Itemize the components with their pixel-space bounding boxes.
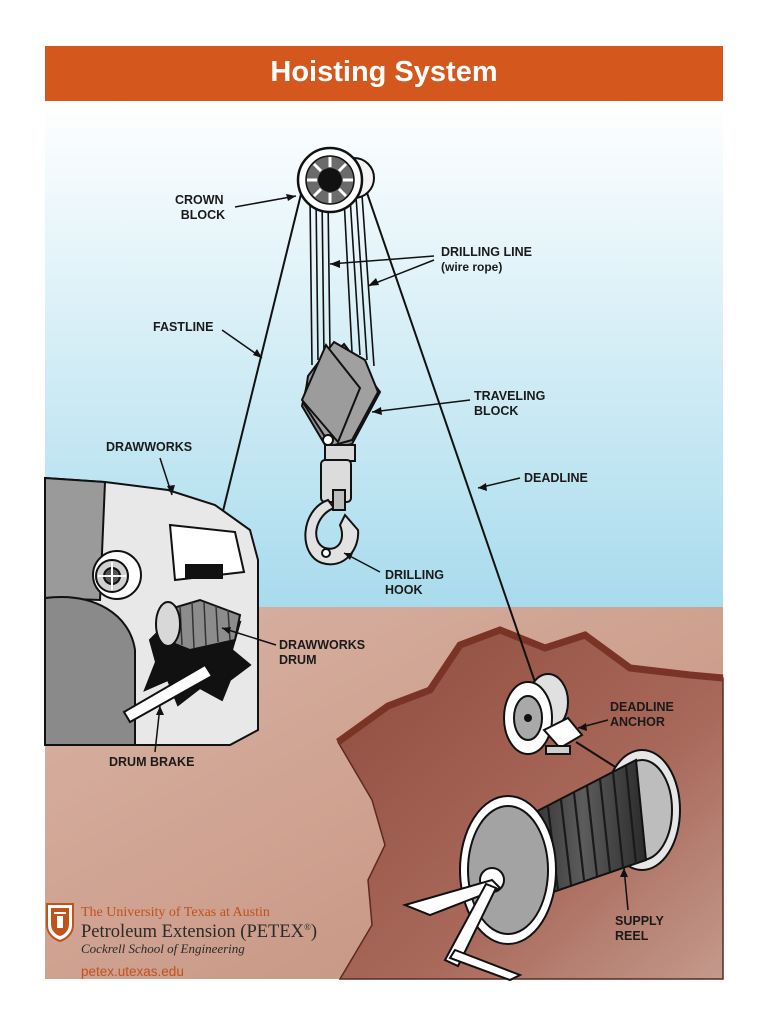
deadline-cable: [365, 189, 549, 721]
deadline-anchor: [503, 673, 621, 771]
drum-brake-lever: [122, 663, 214, 724]
labels: CROWN BLOCK DRILLING LINE (wire rope) FA…: [106, 193, 677, 943]
leader-arrows: [154, 195, 629, 911]
label-crown-block: CROWN BLOCK: [175, 193, 227, 222]
fastline-cable: [207, 189, 303, 573]
drawworks-drum: [155, 598, 242, 652]
ut-seal-icon: [46, 903, 74, 943]
drilling-line-ropes: [309, 194, 375, 367]
page-title: Hoisting System: [270, 56, 498, 88]
footer-logo-block: The University of Texas at Austin Petrol…: [46, 903, 317, 979]
label-drawworks: DRAWWORKS: [106, 440, 192, 454]
drilling-hook: [304, 459, 360, 566]
label-drilling-hook: DRILLING HOOK: [385, 568, 448, 597]
label-drilling-line: DRILLING LINE (wire rope): [441, 245, 535, 274]
label-supply-reel: SUPPLY REEL: [615, 914, 667, 943]
supply-reel: [401, 749, 681, 982]
label-drawworks-drum: DRAWWORKS DRUM: [279, 638, 369, 667]
traveling-block: [300, 340, 382, 462]
drawworks: [44, 476, 259, 746]
label-deadline: DEADLINE: [524, 471, 588, 485]
footer-university: The University of Texas at Austin: [81, 905, 270, 920]
label-drum-brake: DRUM BRAKE: [109, 755, 194, 769]
footer-url: petex.utexas.edu: [81, 964, 184, 979]
label-fastline: FASTLINE: [153, 320, 213, 334]
arrow-heads: [156, 194, 628, 877]
footer-school: Cockrell School of Engineering: [81, 941, 245, 956]
crown-block: [296, 146, 375, 214]
label-traveling-block: TRAVELING BLOCK: [474, 389, 549, 418]
label-deadline-anchor: DEADLINE ANCHOR: [610, 700, 677, 729]
title-banner: Hoisting System: [45, 46, 723, 101]
footer-program: Petroleum Extension (PETEX®): [81, 922, 317, 942]
